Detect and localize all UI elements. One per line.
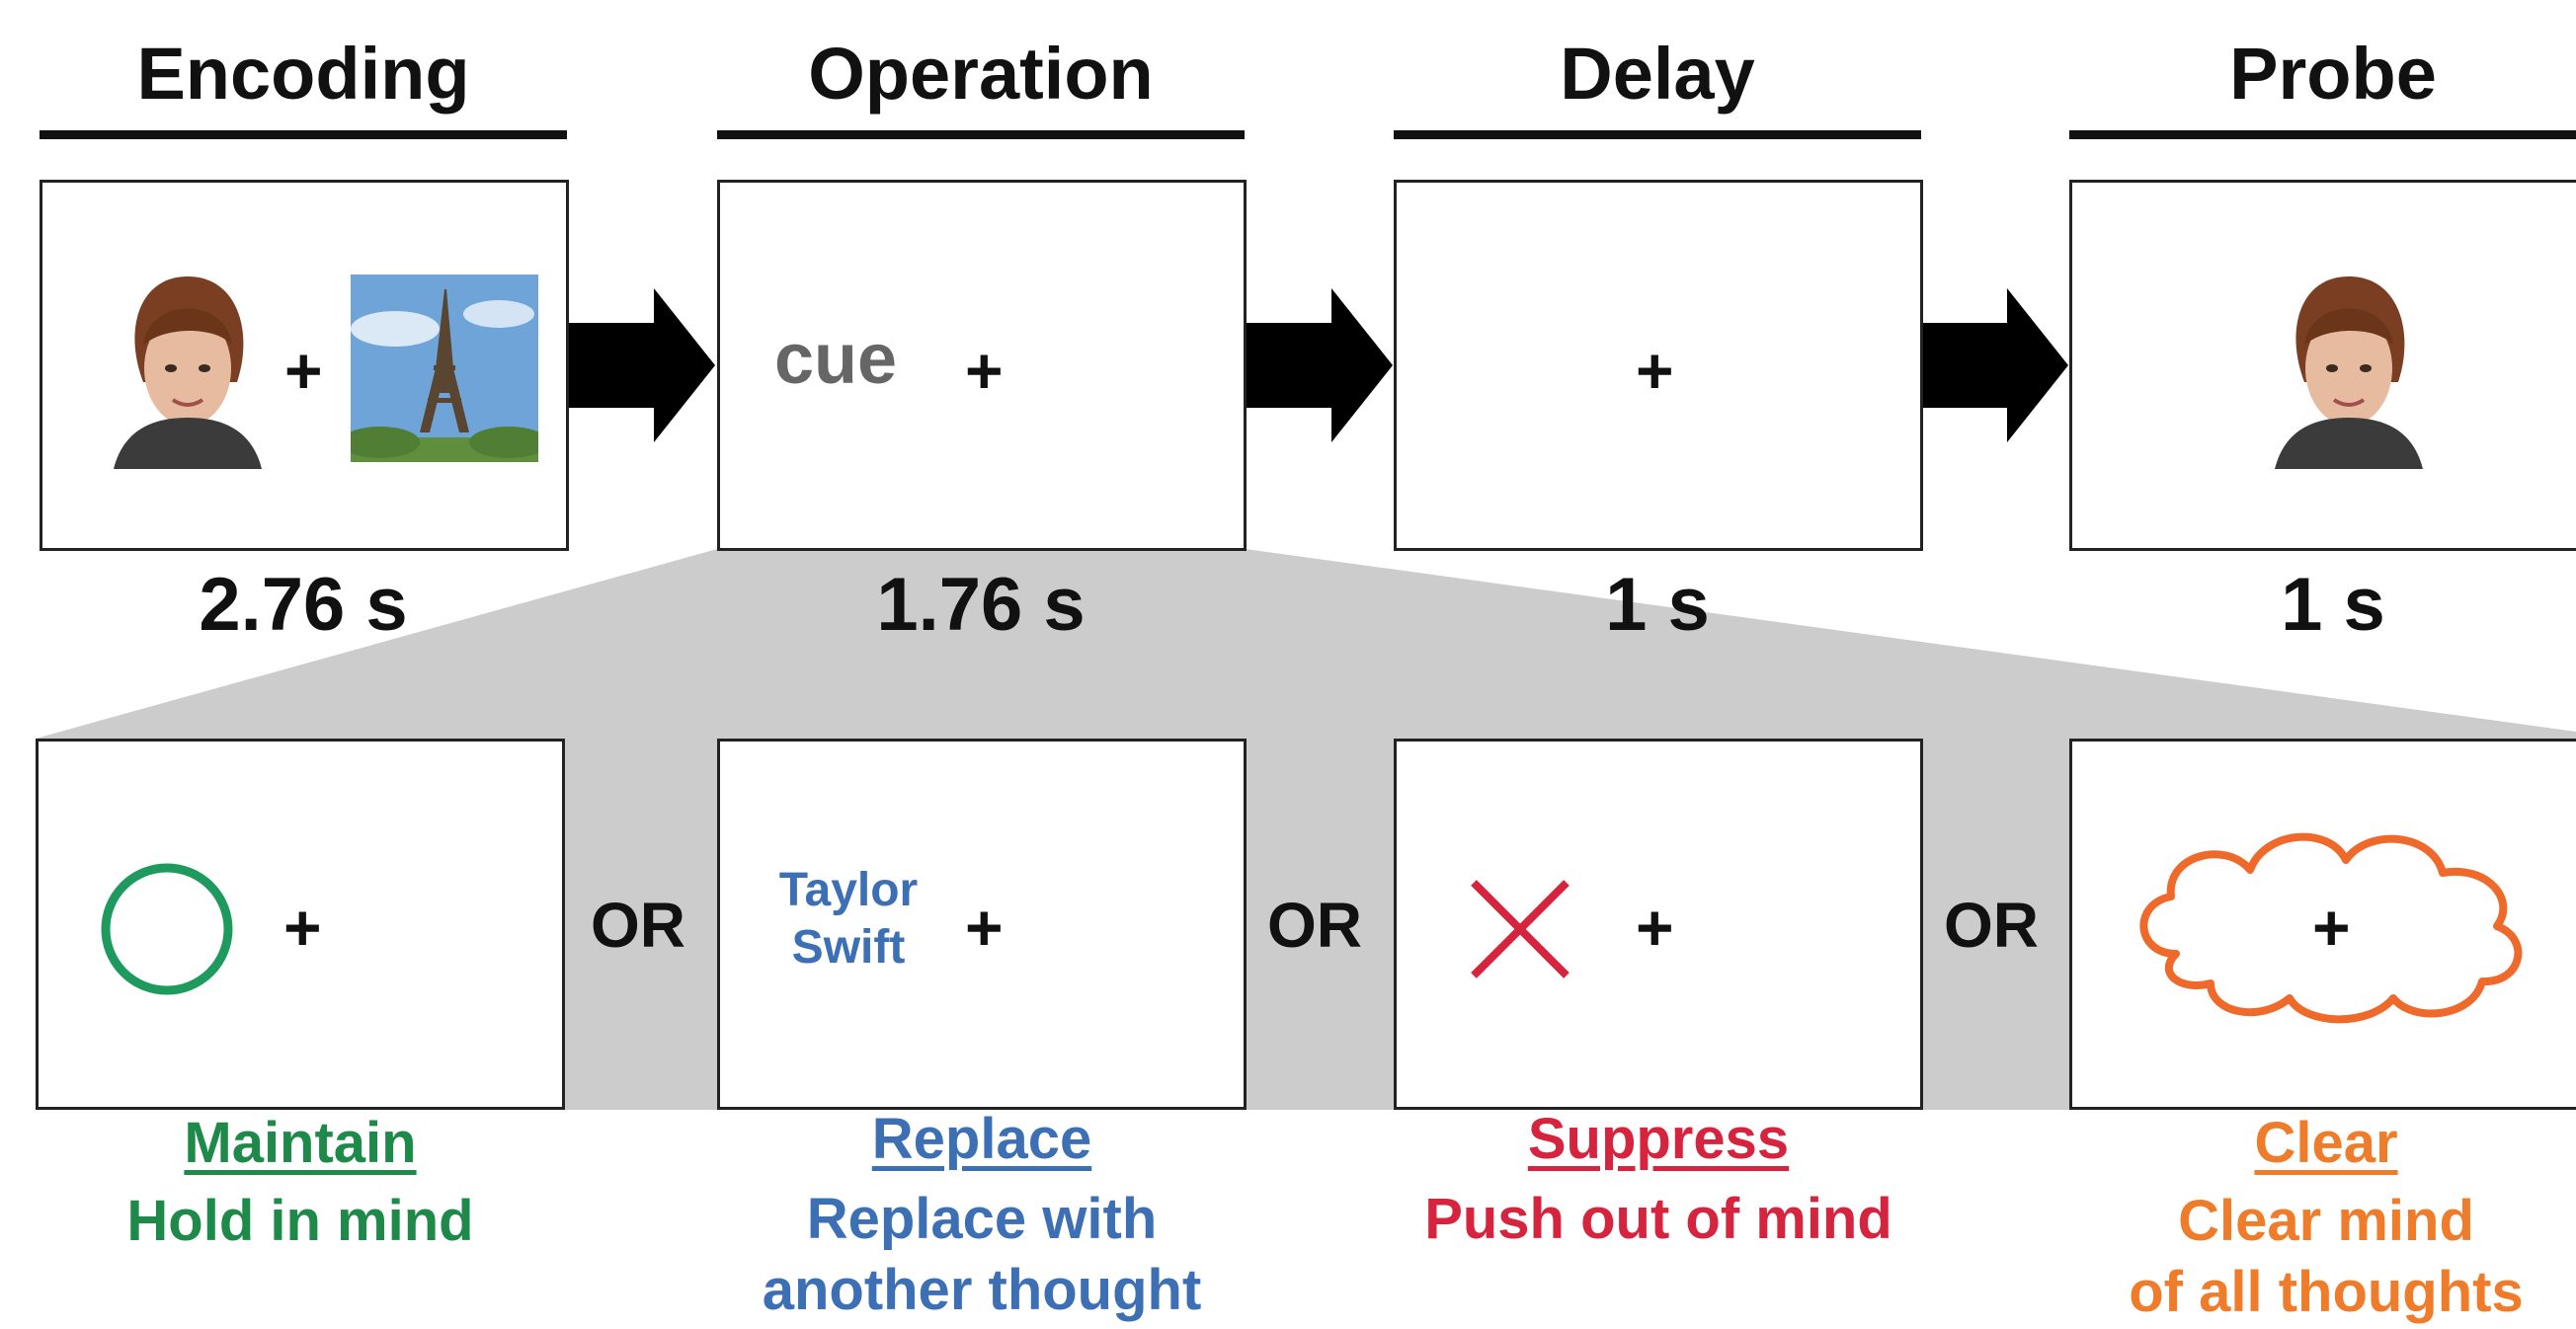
duration-probe: 1 s xyxy=(2281,563,2385,647)
replace-desc-line1: Replace with xyxy=(806,1186,1158,1251)
replacement-word-line2: Swift xyxy=(791,920,906,974)
arrow-icon xyxy=(1243,288,1393,442)
clear-label: Clear Clear mind of all thoughts xyxy=(2069,1108,2576,1329)
arrow-icon xyxy=(1918,288,2068,442)
fixation-cross: + xyxy=(284,334,323,407)
phase-title-operation: Operation xyxy=(808,33,1154,115)
encoding-frame: + xyxy=(40,180,569,551)
maintain-name: Maintain xyxy=(184,1111,417,1175)
replacement-word-line1: Taylor xyxy=(778,864,919,916)
clear-name: Clear xyxy=(2254,1111,2398,1175)
replace-name: Replace xyxy=(871,1107,1092,1171)
fixation-cross: + xyxy=(965,334,1004,407)
replace-frame: Taylor Swift + xyxy=(717,739,1247,1110)
suppress-label: Suppress Push out of mind xyxy=(1394,1104,1923,1255)
fixation-cross: + xyxy=(2312,891,2351,964)
face-image-icon xyxy=(104,272,272,469)
cloud-icon xyxy=(2139,832,2523,1024)
clear-frame: + xyxy=(2069,739,2576,1110)
replace-label: Replace Replace with another thought xyxy=(717,1104,1247,1327)
or-label: OR xyxy=(1944,890,2039,961)
operation-frame: cue + xyxy=(717,180,1247,551)
maintain-desc: Hold in mind xyxy=(126,1188,474,1253)
or-label: OR xyxy=(591,890,685,961)
replace-desc-line2: another thought xyxy=(762,1258,1202,1322)
suppress-name: Suppress xyxy=(1527,1107,1790,1171)
phase-title-encoding: Encoding xyxy=(136,33,470,115)
phase-rule-operation xyxy=(717,130,1245,139)
duration-operation: 1.76 s xyxy=(876,563,1086,647)
duration-delay: 1 s xyxy=(1605,563,1710,647)
circle-icon xyxy=(101,863,233,995)
phase-title-probe: Probe xyxy=(2229,33,2437,115)
phase-rule-probe xyxy=(2069,130,2576,139)
fixation-cross: + xyxy=(1636,334,1674,407)
maintain-frame: + xyxy=(36,739,565,1110)
duration-encoding: 2.76 s xyxy=(199,563,408,647)
phase-title-delay: Delay xyxy=(1560,33,1755,115)
maintain-label: Maintain Hold in mind xyxy=(36,1108,565,1257)
clear-desc-line1: Clear mind xyxy=(2178,1188,2474,1253)
fixation-cross: + xyxy=(283,891,322,964)
phase-rule-delay xyxy=(1394,130,1921,139)
phase-rule-encoding xyxy=(40,130,567,139)
replacement-word: Taylor Swift xyxy=(750,862,947,976)
fixation-cross: + xyxy=(965,891,1004,964)
scene-image-icon xyxy=(351,274,538,462)
delay-frame: + xyxy=(1394,180,1923,551)
suppress-desc: Push out of mind xyxy=(1424,1186,1892,1251)
face-image-icon xyxy=(2265,272,2433,469)
clear-desc-line2: of all thoughts xyxy=(2129,1260,2524,1324)
arrow-icon xyxy=(565,288,715,442)
suppress-frame: + xyxy=(1394,739,1923,1110)
or-label: OR xyxy=(1267,890,1362,961)
cue-text: cue xyxy=(774,320,898,399)
x-mark-icon xyxy=(1471,880,1570,978)
probe-frame xyxy=(2069,180,2576,551)
fixation-cross: + xyxy=(1636,891,1674,964)
